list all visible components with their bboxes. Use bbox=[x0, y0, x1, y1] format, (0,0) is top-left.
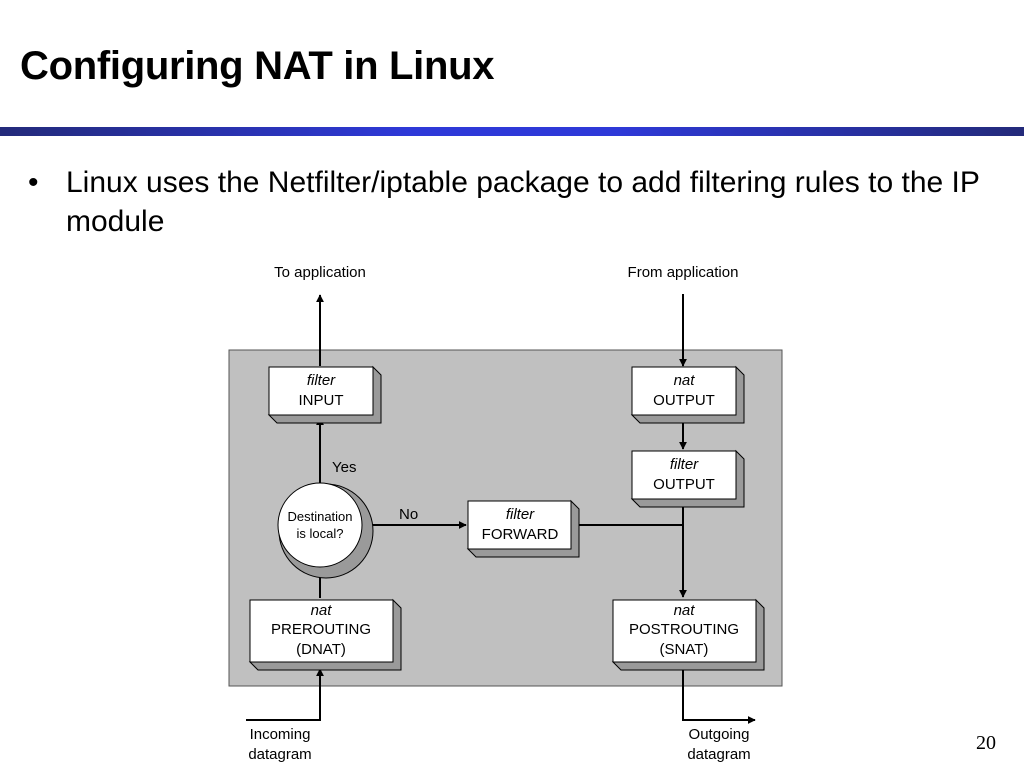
bullet-point: • Linux uses the Netfilter/iptable packa… bbox=[28, 163, 988, 241]
nat-prerouting-table: nat bbox=[311, 602, 333, 619]
filter-forward-chain: FORWARD bbox=[482, 526, 559, 543]
title-divider bbox=[0, 127, 1024, 136]
nat-output-chain: OUTPUT bbox=[653, 392, 715, 409]
outgoing-datagram-label-1: Outgoing bbox=[689, 726, 750, 743]
incoming-datagram-label-2: datagram bbox=[248, 746, 311, 763]
outgoing-datagram-label-2: datagram bbox=[687, 746, 750, 763]
nat-prerouting-chain: PREROUTING bbox=[271, 621, 371, 638]
filter-output-box: filter OUTPUT bbox=[630, 449, 745, 508]
nat-prerouting-box: nat PREROUTING (DNAT) bbox=[248, 598, 402, 671]
arrow-incoming-datagram bbox=[246, 668, 324, 721]
filter-forward-box: filter FORWARD bbox=[466, 499, 580, 558]
nat-postrouting-table: nat bbox=[674, 602, 696, 619]
destination-decision-node: Destination is local? bbox=[277, 482, 374, 579]
filter-output-table: filter bbox=[670, 456, 699, 473]
decision-text-1: Destination bbox=[287, 509, 352, 524]
decision-text-2: is local? bbox=[297, 526, 344, 541]
incoming-datagram-label-1: Incoming bbox=[250, 726, 311, 743]
yes-label: Yes bbox=[332, 459, 356, 476]
nat-output-box: nat OUTPUT bbox=[630, 365, 745, 424]
filter-output-chain: OUTPUT bbox=[653, 476, 715, 493]
nat-postrouting-box: nat POSTROUTING (SNAT) bbox=[611, 598, 765, 671]
nat-postrouting-chain: POSTROUTING bbox=[629, 621, 739, 638]
arrow-outgoing-datagram bbox=[682, 664, 756, 724]
filter-forward-table: filter bbox=[506, 506, 535, 523]
filter-input-box: filter INPUT bbox=[267, 365, 382, 424]
nat-output-table: nat bbox=[674, 372, 696, 389]
page-number: 20 bbox=[976, 732, 996, 754]
nat-postrouting-note: (SNAT) bbox=[660, 641, 709, 658]
no-label: No bbox=[399, 506, 418, 523]
bullet-text: Linux uses the Netfilter/iptable package… bbox=[66, 166, 980, 238]
filter-input-table: filter bbox=[307, 372, 336, 389]
to-application-label: To application bbox=[274, 264, 366, 281]
filter-input-chain: INPUT bbox=[299, 392, 344, 409]
from-application-label: From application bbox=[628, 264, 739, 281]
nat-prerouting-note: (DNAT) bbox=[296, 641, 346, 658]
slide-title: Configuring NAT in Linux bbox=[20, 44, 495, 88]
bullet-marker: • bbox=[28, 166, 39, 199]
